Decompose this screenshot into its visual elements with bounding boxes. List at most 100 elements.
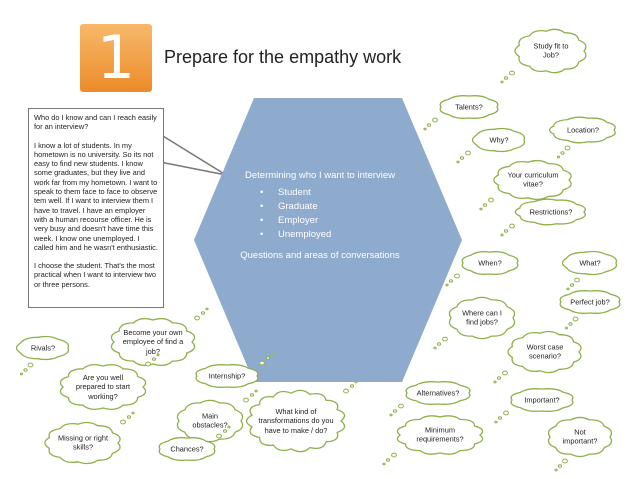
cloud-tail-dot: [423, 127, 427, 131]
cloud-tail-dot: [382, 462, 386, 466]
cloud-tail-dot: [496, 376, 502, 380]
cloud-tail-dot: [500, 80, 504, 84]
cloud-shape-minimum-requirements: [396, 415, 484, 455]
hexagon-heading: Determining who I want to interview: [245, 170, 395, 181]
cloud-shape-missing-skills: [44, 421, 121, 465]
cloud-shape-alternatives: [405, 381, 471, 405]
cloud-tail-dot: [389, 413, 393, 417]
cloud-transformations: What kind of transformations do you have…: [258, 406, 334, 435]
cloud-tail-dot: [216, 433, 222, 439]
cloud-tail-dot: [503, 410, 509, 416]
hexagon-item-unemployed: Unemployed: [260, 228, 400, 242]
cloud-shape-find-jobs: [448, 296, 516, 340]
cloud-shape-rivals: [15, 335, 70, 361]
cloud-shape-own-employee: [110, 317, 196, 367]
speech-paragraph: Who do I know and can I reach easily for…: [34, 113, 157, 132]
page-title: Prepare for the empathy work: [164, 47, 402, 67]
cloud-shape-not-important: [547, 416, 613, 458]
cloud-tail-dot: [222, 429, 228, 433]
cloud-tail-dot: [572, 316, 579, 322]
cloud-tail-dot: [465, 150, 471, 156]
cloud-tail-dot: [391, 452, 397, 458]
cloud-tail-dot: [200, 311, 206, 315]
cloud-tail-dot: [426, 123, 432, 127]
cloud-tail-dot: [497, 416, 503, 420]
cloud-tail-dot: [554, 468, 558, 472]
cloud-shape-transformations: [245, 389, 346, 453]
cloud-study-fit: Study fit to Job?: [533, 41, 569, 60]
step-number-badge: 1: [80, 24, 152, 92]
cloud-tail-dot: [488, 197, 494, 203]
cloud-tail-dot: [503, 229, 509, 233]
cloud-shape-restrictions: [514, 198, 586, 226]
hexagon-item-student: Student: [260, 186, 400, 200]
cloud-shape-study-fit: [514, 28, 587, 74]
cloud-tail-dot: [433, 346, 437, 350]
cloud-tail-dot: [120, 419, 126, 425]
cloud-tail-dot: [459, 156, 465, 160]
cloud-tail-dot: [574, 277, 580, 283]
cloud-talents: Talents?: [455, 102, 483, 112]
cloud-find-jobs: Where can I find jobs?: [462, 308, 502, 327]
cloud-tail-dot: [556, 155, 561, 159]
cloud-tail-dot: [131, 411, 135, 415]
cloud-tail-dot: [445, 283, 449, 287]
cloud-important: Important?: [524, 395, 560, 405]
cloud-tail-dot: [509, 223, 515, 229]
hexagon-item-graduate: Graduate: [260, 200, 400, 214]
cloud-restrictions: Restrictions?: [529, 207, 573, 217]
cloud-tail-dot: [19, 372, 24, 376]
cloud-tail-dot: [442, 336, 448, 342]
cloud-tail-dot: [398, 403, 404, 409]
cloud-tail-dot: [254, 389, 258, 393]
cloud-tail-dot: [145, 361, 151, 367]
hexagon-item-employer: Employer: [260, 214, 400, 228]
cloud-tail-dot: [500, 233, 504, 237]
cloud-missing-skills: Missing or right skills?: [57, 433, 109, 452]
cloud-tail-dot: [560, 151, 565, 155]
cloud-tail-dot: [392, 409, 398, 413]
cloud-tail-dot: [569, 283, 575, 287]
cloud-chances: Chances?: [170, 444, 204, 454]
cloud-prepared-working: Are you well prepared to start working?: [75, 372, 131, 401]
cloud-tail-dot: [566, 287, 570, 291]
cloud-shape-important: [510, 388, 574, 412]
cloud-location: Location?: [566, 125, 600, 135]
cloud-curriculum-vitae: Your curriculum vitae?: [507, 170, 559, 189]
cloud-tail-dot: [349, 384, 355, 388]
cloud-tail-dot: [194, 315, 200, 321]
cloud-internship: Internship?: [208, 371, 246, 381]
cloud-tail-dot: [494, 420, 498, 424]
cloud-tail-dot: [249, 393, 255, 397]
cloud-tail-dot: [432, 117, 438, 123]
hexagon-subheading: Questions and areas of conversations: [240, 250, 400, 261]
cloud-tail-dot: [27, 362, 34, 368]
speech-paragraph: I choose the student. That's the most pr…: [34, 261, 156, 289]
cloud-tail-dot: [126, 415, 132, 419]
cloud-tail-dot: [564, 326, 569, 330]
cloud-tail-dot: [265, 356, 271, 360]
cloud-tail-dot: [270, 352, 274, 356]
cloud-shape-what: [561, 250, 618, 276]
cloud-worst-case: Worst case scenario?: [526, 342, 564, 361]
cloud-not-important: Not important?: [562, 427, 598, 446]
cloud-tail-dot: [493, 380, 497, 384]
cloud-shape-worst-case: [507, 330, 582, 374]
speech-paragraph: I know a lot of students. In my hometown…: [34, 140, 158, 252]
cloud-tail-dot: [354, 380, 358, 384]
cloud-tail-dot: [385, 458, 391, 462]
cloud-tail-dot: [562, 458, 568, 464]
cloud-tail-dot: [568, 322, 573, 326]
cloud-main-obstacles: Main obstacles?: [192, 411, 228, 430]
cloud-what: What?: [579, 258, 601, 268]
cloud-tail-dot: [502, 370, 508, 376]
cloud-shape-location: [548, 116, 616, 144]
speech-bubble: Who do I know and can I reach easily for…: [28, 108, 164, 308]
cloud-tail-dot: [23, 368, 28, 372]
hexagon-content: Determining who I want to interview Stud…: [240, 170, 400, 262]
cloud-tail-dot: [454, 273, 460, 279]
cloud-tail-dot: [156, 353, 160, 357]
cloud-shape-chances: [158, 437, 216, 461]
